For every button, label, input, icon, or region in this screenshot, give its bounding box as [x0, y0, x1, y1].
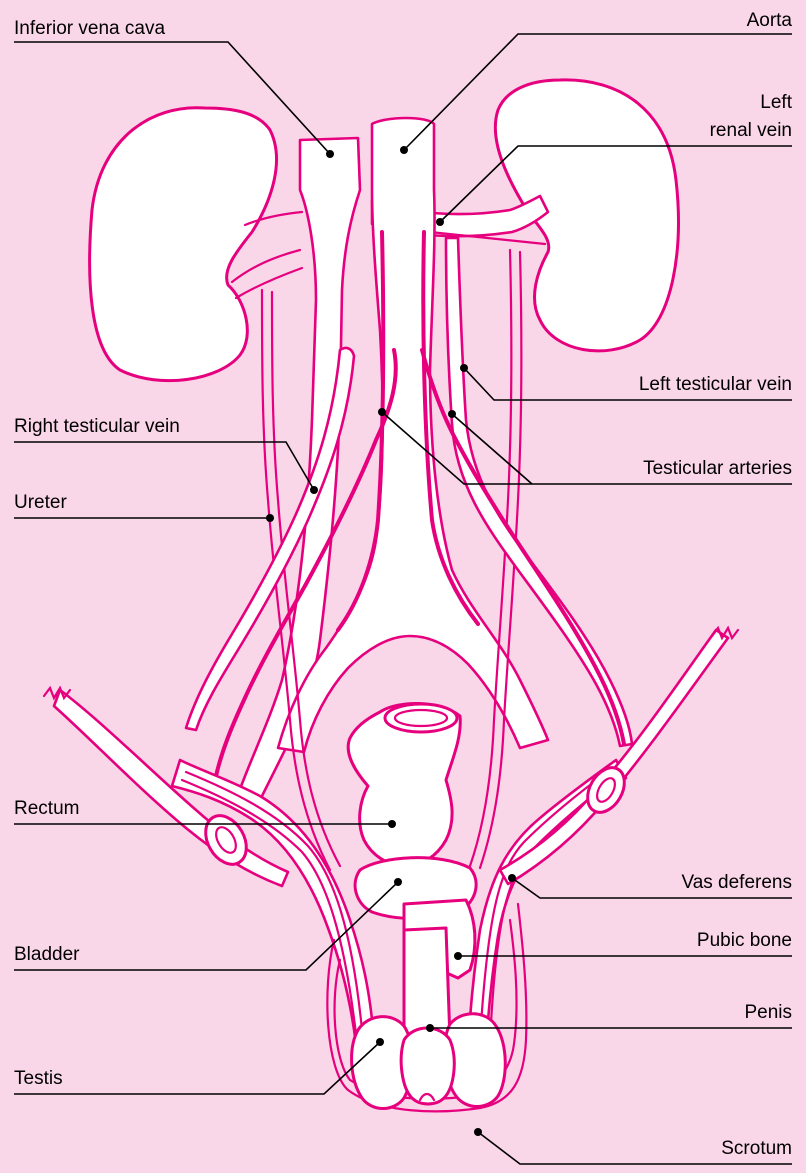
label-bladder: Bladder [14, 944, 80, 965]
dot-aorta [400, 146, 408, 154]
dot-bladder [394, 878, 402, 886]
dot-testicular-arteries-right [378, 408, 386, 416]
dot-inferior-vena-cava [326, 150, 334, 158]
dot-penis [426, 1024, 434, 1032]
label-left-testicular-vein: Left testicular vein [639, 374, 792, 395]
label-scrotum: Scrotum [721, 1138, 792, 1159]
label-testicular-arteries: Testicular arteries [643, 458, 792, 479]
label-left-renal-vein-line2: renal vein [710, 120, 792, 141]
glans [401, 1028, 454, 1104]
dot-ureter [266, 514, 274, 522]
label-pubic-bone: Pubic bone [697, 930, 792, 951]
dot-scrotum [474, 1128, 482, 1136]
label-left-renal-vein-line1: Left [760, 92, 792, 113]
label-right-testicular-vein: Right testicular vein [14, 416, 180, 437]
label-aorta: Aorta [747, 10, 793, 31]
dot-right-testicular-vein [310, 486, 318, 494]
dot-vas-deferens [508, 874, 516, 882]
dot-testis [376, 1038, 384, 1046]
dot-left-renal-vein [436, 218, 444, 226]
dot-rectum [388, 820, 396, 828]
dot-left-testicular-vein [460, 364, 468, 372]
label-penis: Penis [744, 1002, 792, 1023]
label-testis: Testis [14, 1068, 63, 1089]
label-rectum: Rectum [14, 798, 79, 819]
dot-testicular-arteries-left [448, 410, 456, 418]
label-inferior-vena-cava: Inferior vena cava [14, 18, 165, 39]
dot-pubic-bone [454, 952, 462, 960]
label-ureter: Ureter [14, 492, 67, 513]
label-vas-deferens: Vas deferens [681, 872, 792, 893]
